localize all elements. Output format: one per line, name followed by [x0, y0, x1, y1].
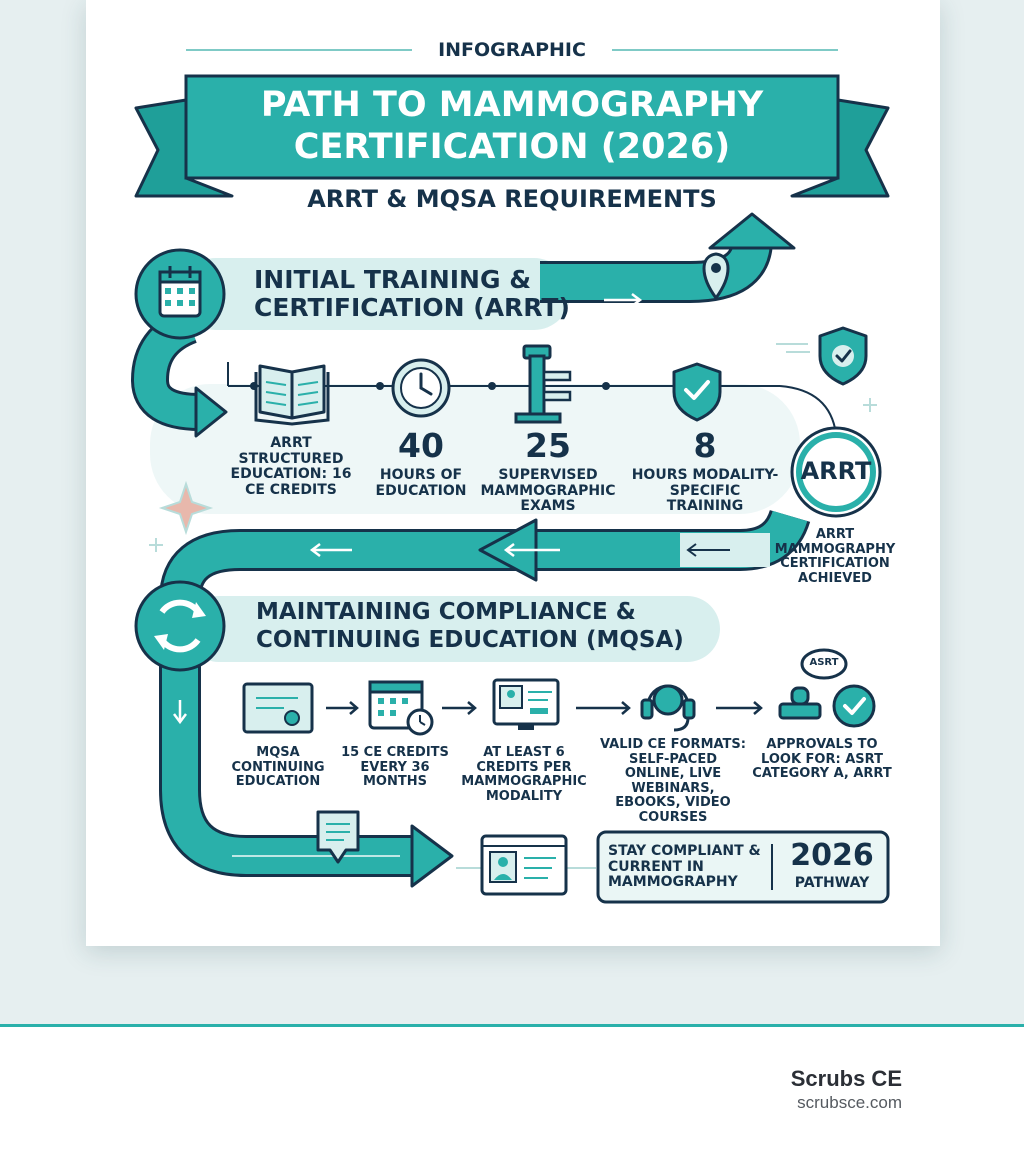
monitor-profile-icon	[492, 678, 560, 730]
return-path	[162, 509, 808, 602]
closing-year-caption: PATHWAY	[794, 875, 870, 891]
title-ribbon	[184, 74, 840, 180]
step-band	[150, 384, 800, 514]
section1-heading-line-1: INITIAL TRAINING &	[254, 265, 531, 294]
arrt-certification-caption: ARRT MAMMOGRAPHY CERTIFICATION ACHIEVED	[774, 527, 896, 586]
section2-heading-line-2: CONTINUING EDUCATION (MQSA)	[256, 627, 684, 653]
step-25-label: SUPERVISED MAMMOGRAPHIC EXAMS	[480, 467, 616, 515]
document-speech-icon	[316, 810, 360, 864]
calendar-clock-icon	[368, 680, 434, 736]
clock-icon	[391, 358, 451, 418]
footer-url[interactable]: scrubsce.com	[797, 1093, 902, 1112]
step-25-value: 25	[525, 426, 571, 465]
section1-heading-line-2: CERTIFICATION (ARRT)	[254, 293, 570, 322]
step-40-value: 40	[398, 426, 444, 465]
section1-pill	[180, 258, 570, 330]
step-8-value: 8	[693, 426, 717, 465]
footer-brand: Scrubs CE	[790, 1066, 902, 1091]
certificate-icon	[242, 682, 314, 734]
step-mqsa-continuing-education: MQSA CONTINUING EDUCATION	[231, 745, 325, 790]
step-8-label: HOURS MODALITY-SPECIFIC TRAINING	[631, 467, 779, 515]
closing-year: 2026	[790, 838, 874, 873]
kicker-label: INFOGRAPHIC	[438, 39, 586, 61]
profile-window-icon	[480, 834, 568, 896]
closing-box	[596, 830, 890, 904]
title-line-1: PATH TO MAMMOGRAPHY	[260, 85, 764, 125]
step-arrt-structured-education: ARRT STRUCTURED EDUCATION: 16 CE CREDITS	[230, 435, 352, 499]
cycle-arrows-icon	[134, 580, 226, 672]
sparkle-plus-icons	[149, 398, 877, 552]
section2-heading-line-1: MAINTAINING COMPLIANCE &	[256, 599, 636, 625]
step-arrows	[326, 701, 763, 715]
location-pin-icon	[702, 252, 730, 301]
title-line-2: CERTIFICATION (2026)	[293, 127, 731, 167]
subtitle: ARRT & MQSA REQUIREMENTS	[307, 185, 717, 213]
step-6-credits-per-modality: AT LEAST 6 CREDITS PER MAMMOGRAPHIC MODA…	[461, 745, 587, 804]
mammography-machine-icon	[514, 344, 572, 424]
calendar-circle-icon	[134, 248, 226, 340]
closing-message: STAY COMPLIANT & CURRENT IN MAMMOGRAPHY	[608, 843, 761, 891]
step-15-ce-credits: 15 CE CREDITS EVERY 36 MONTHS	[341, 745, 449, 790]
footer-bar: Scrubs CE scrubsce.com	[0, 1024, 1024, 1157]
step-40-label: HOURS OF EDUCATION	[375, 467, 467, 499]
arrt-badge-icon	[790, 426, 882, 518]
step-approvals: APPROVALS TO LOOK FOR: ASRT CATEGORY A, …	[752, 737, 892, 782]
arrt-badge-text: ARRT	[800, 457, 872, 485]
open-book-icon	[254, 364, 330, 426]
bottom-arrowhead	[410, 824, 454, 888]
floating-shield-icon	[776, 326, 868, 386]
asrt-stamp-text: ASRT	[809, 657, 839, 668]
left-curve-arrowhead	[194, 386, 228, 438]
top-arrowhead	[708, 212, 796, 250]
shield-check-icon	[672, 362, 722, 422]
headset-icon	[640, 684, 696, 732]
step-valid-ce-formats: VALID CE FORMATS: SELF-PACED ONLINE, LIV…	[600, 737, 746, 825]
stamp-and-seal-icon	[778, 648, 876, 728]
section2-pill	[186, 596, 720, 662]
